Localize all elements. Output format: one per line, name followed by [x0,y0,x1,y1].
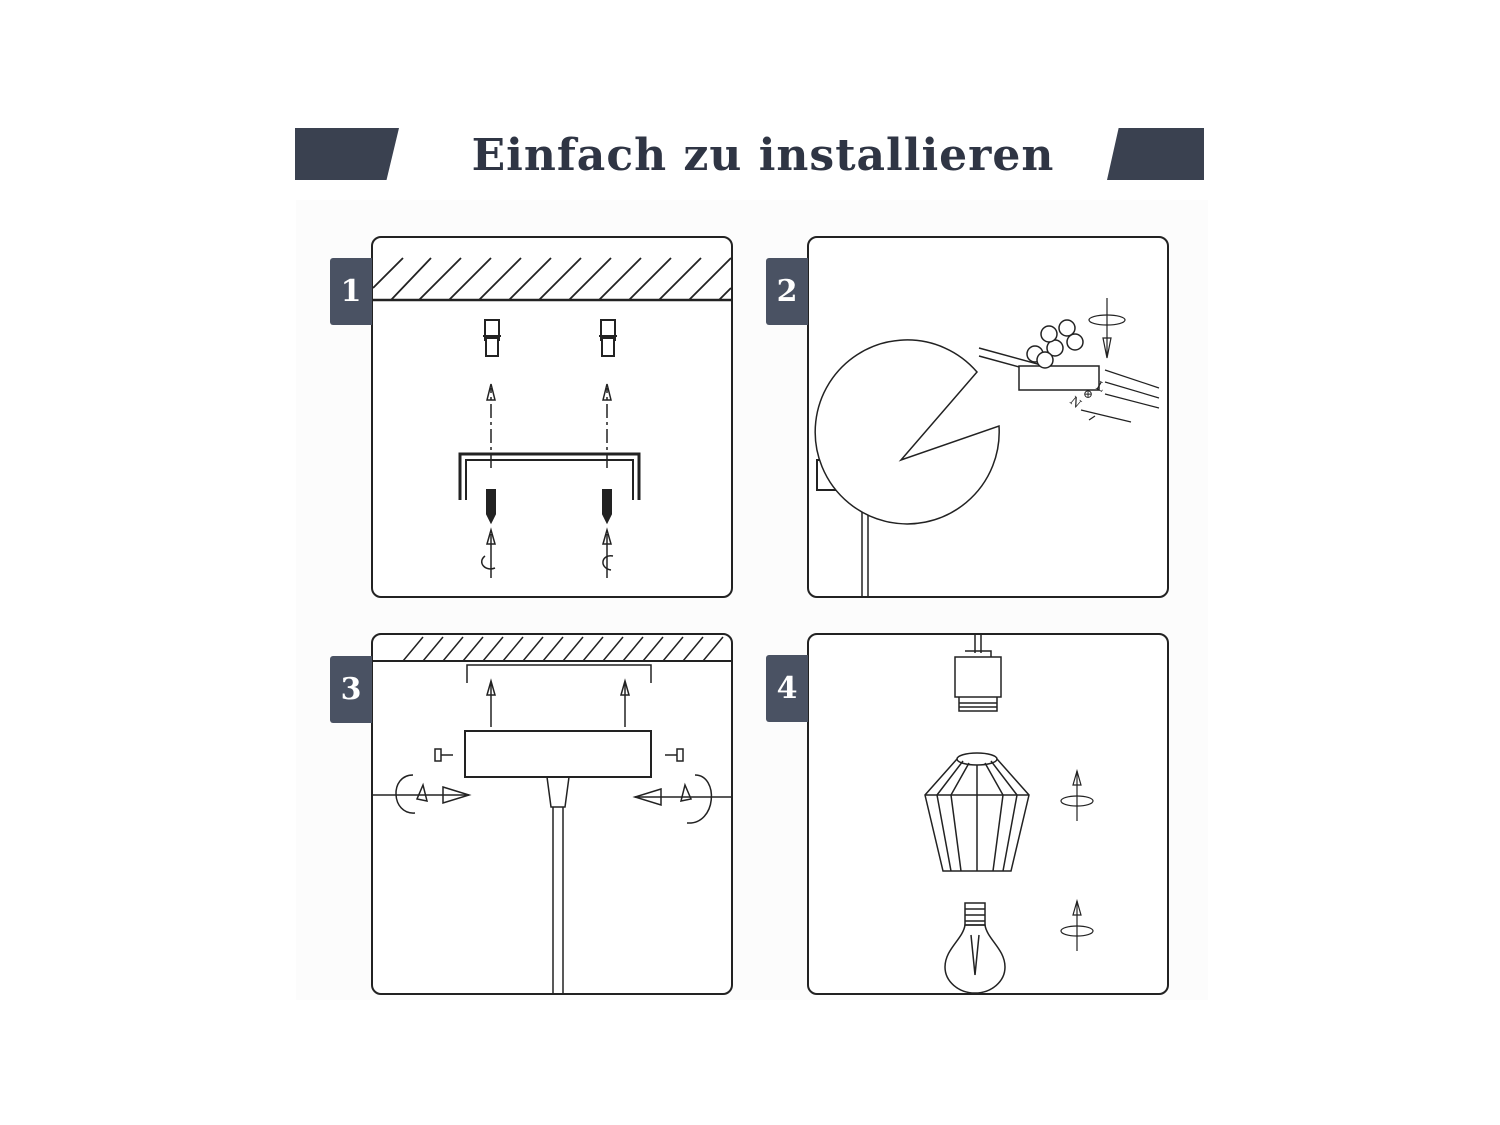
step-3-panel [371,633,733,995]
step-1-badge: 1 [330,258,372,325]
terminal-block-icon [978,319,1100,391]
step-3-illustration [373,636,731,993]
step-4-badge: 4 [766,655,808,722]
cable [552,807,564,993]
rotate-up-arrow-icon [1060,768,1094,821]
step-4-panel [807,633,1169,995]
rotate-arrow-icon [481,527,496,578]
ceiling-hatch [373,636,731,662]
ceiling-canopy [464,730,652,778]
rotate-up-arrow-icon [1060,898,1094,951]
ceiling-hatch [373,257,731,302]
arrow-up-icon [486,678,630,727]
screw-icon [486,489,496,525]
lamp-socket-icon [954,650,1002,712]
step-4-illustration [924,635,1094,993]
light-bulb-icon [944,902,1006,993]
title-banner-right [1107,128,1204,180]
callout-bubble [814,339,1000,525]
mounting-bracket [458,452,641,500]
rotate-arrow-right-icon [632,774,731,824]
mounting-bracket [466,664,652,683]
wires [1080,369,1160,423]
cable-grip [546,776,570,808]
wall-plug-icon [599,319,617,357]
step-3-badge: 3 [330,656,372,723]
step-2-illustration: L ⊕ N [814,298,1160,596]
terminal-label-neutral: N [1067,394,1084,411]
screw-down-arrow-icon [1088,298,1126,359]
screw-icon-right [665,748,684,762]
cable [974,635,982,653]
step-1-panel [371,236,733,598]
title-banner-left [295,128,399,180]
terminal-label-ground: ⊕ [1083,387,1093,401]
rotate-arrow-left-icon [373,774,472,814]
step-1-illustration [373,257,731,578]
screw-icon-left [434,748,453,762]
screw-icon [602,489,612,525]
page-title: Einfach zu installieren [471,130,1055,181]
wall-plug-icon [483,319,501,357]
rotate-arrow-icon [602,527,614,578]
cage-shade-icon [924,752,1030,872]
step-2-panel: L ⊕ N [807,236,1169,598]
step-2-badge: 2 [766,258,808,325]
